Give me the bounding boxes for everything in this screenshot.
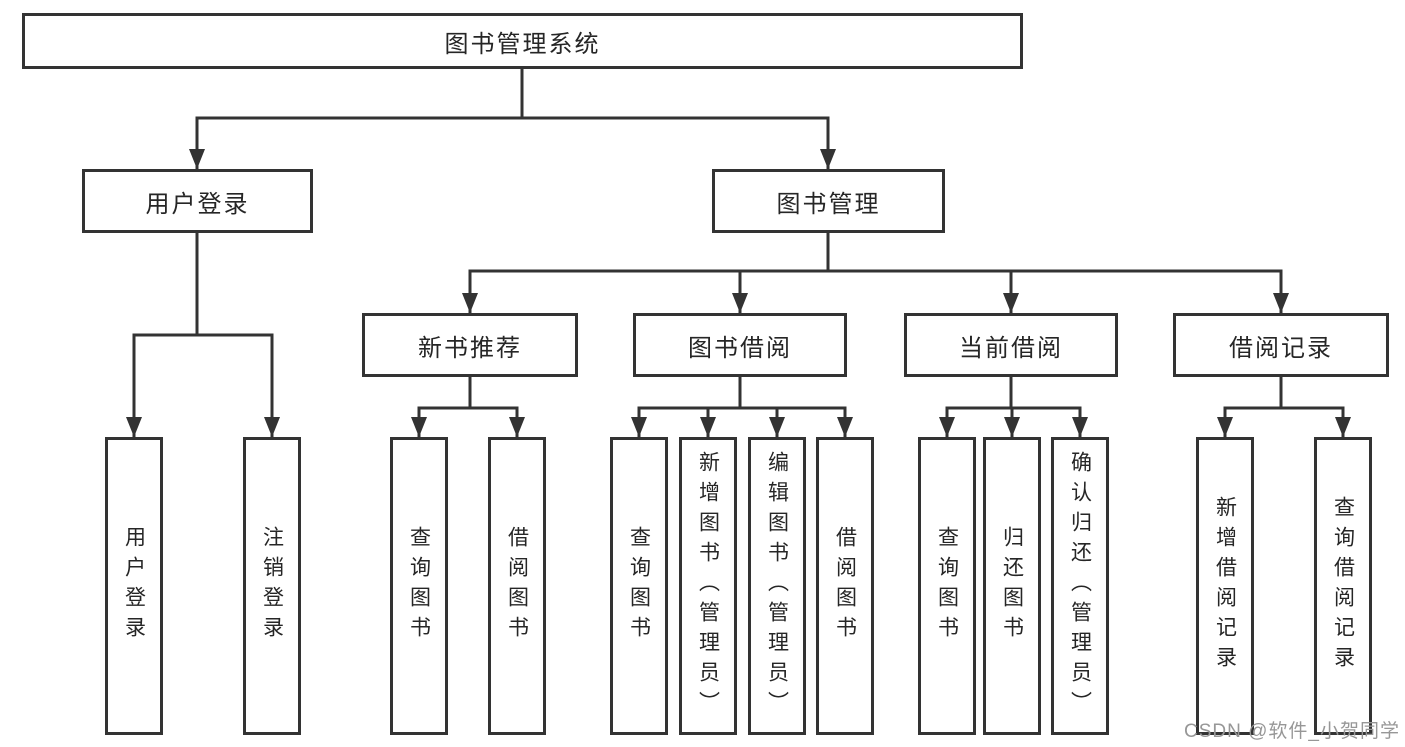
leaf-edit-book-admin-label: 编辑图书（管理员） bbox=[765, 451, 789, 721]
leaf-borrow-books: 借阅图书 bbox=[816, 437, 874, 735]
node-user-login-label: 用户登录 bbox=[145, 190, 250, 218]
node-book-borrow-label: 图书借阅 bbox=[688, 334, 792, 362]
node-borrow-records: 借阅记录 bbox=[1173, 313, 1389, 377]
leaf-logout-label: 注销登录 bbox=[260, 526, 284, 646]
leaf-query-books-recommend: 查询图书 bbox=[390, 437, 448, 735]
leaf-edit-book-admin: 编辑图书（管理员） bbox=[748, 437, 806, 735]
leaf-query-books-current-label: 查询图书 bbox=[935, 526, 959, 646]
leaf-user-login: 用户登录 bbox=[105, 437, 163, 735]
leaf-query-borrow-record: 查询借阅记录 bbox=[1314, 437, 1372, 735]
leaf-query-books-recommend-label: 查询图书 bbox=[407, 526, 431, 646]
leaf-borrow-books-label: 借阅图书 bbox=[833, 526, 857, 646]
leaf-borrow-books-recommend: 借阅图书 bbox=[488, 437, 546, 735]
node-new-book-recommend: 新书推荐 bbox=[362, 313, 578, 377]
leaf-query-books-borrow-label: 查询图书 bbox=[627, 526, 651, 646]
node-book-management-label: 图书管理 bbox=[776, 190, 881, 218]
node-book-borrow: 图书借阅 bbox=[633, 313, 847, 377]
node-user-login: 用户登录 bbox=[82, 169, 313, 233]
node-book-management: 图书管理 bbox=[712, 169, 945, 233]
leaf-query-books-borrow: 查询图书 bbox=[610, 437, 668, 735]
node-new-book-recommend-label: 新书推荐 bbox=[418, 334, 522, 362]
node-root-label: 图书管理系统 bbox=[444, 30, 601, 58]
leaf-query-borrow-record-label: 查询借阅记录 bbox=[1331, 496, 1355, 676]
node-current-borrow: 当前借阅 bbox=[904, 313, 1118, 377]
node-borrow-records-label: 借阅记录 bbox=[1229, 334, 1333, 362]
leaf-user-login-label: 用户登录 bbox=[122, 526, 146, 646]
leaf-add-borrow-record: 新增借阅记录 bbox=[1196, 437, 1254, 735]
leaf-return-book: 归还图书 bbox=[983, 437, 1041, 735]
leaf-add-book-admin: 新增图书（管理员） bbox=[679, 437, 737, 735]
leaf-confirm-return-admin: 确认归还（管理员） bbox=[1051, 437, 1109, 735]
leaf-add-book-admin-label: 新增图书（管理员） bbox=[696, 451, 720, 721]
csdn-watermark: CSDN @软件_小贺同学 bbox=[1184, 721, 1400, 742]
node-root: 图书管理系统 bbox=[22, 13, 1023, 69]
node-current-borrow-label: 当前借阅 bbox=[959, 334, 1063, 362]
leaf-add-borrow-record-label: 新增借阅记录 bbox=[1213, 496, 1237, 676]
leaf-return-book-label: 归还图书 bbox=[1000, 526, 1024, 646]
leaf-borrow-books-recommend-label: 借阅图书 bbox=[505, 526, 529, 646]
leaf-logout: 注销登录 bbox=[243, 437, 301, 735]
leaf-confirm-return-admin-label: 确认归还（管理员） bbox=[1068, 451, 1092, 721]
leaf-query-books-current: 查询图书 bbox=[918, 437, 976, 735]
